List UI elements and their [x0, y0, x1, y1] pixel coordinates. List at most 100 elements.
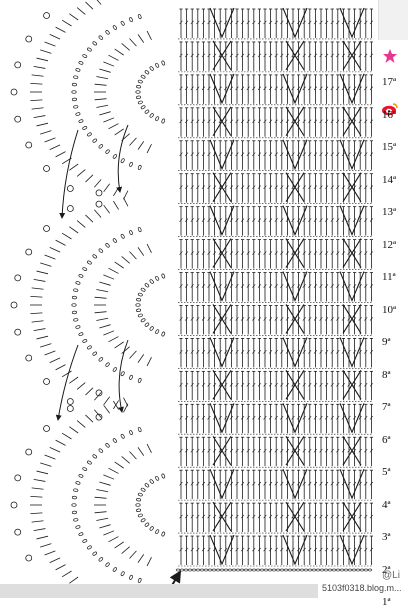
stitch-bar	[308, 53, 312, 58]
stitch-bar	[257, 20, 262, 25]
stitch-bar	[296, 382, 301, 387]
stitch-bar	[207, 350, 211, 354]
stitch-bar	[369, 251, 374, 255]
flow-arrow	[55, 344, 79, 421]
fan-stitch	[31, 287, 44, 290]
stitch-bar	[358, 185, 362, 190]
stitch-bar	[369, 448, 374, 453]
picot	[14, 528, 22, 536]
x-motif	[342, 40, 362, 71]
chain-loop	[73, 105, 79, 109]
stitch-bar	[291, 415, 295, 420]
chain-loop	[78, 274, 84, 278]
stitch-bar	[201, 284, 206, 288]
stitch-bar	[324, 53, 329, 58]
stitch-bar	[352, 547, 357, 552]
stitch-bar	[280, 382, 284, 387]
stitch-bar	[246, 448, 250, 453]
stitch-bar	[252, 119, 256, 124]
chain-loop	[137, 292, 143, 297]
stitch-bar	[224, 350, 228, 354]
stitch-bar	[252, 547, 256, 552]
stitch-bar	[319, 251, 323, 255]
chain-loop	[120, 371, 125, 377]
stitch-bar	[263, 152, 267, 157]
stitch-bar	[302, 284, 306, 288]
stitch-bar	[296, 547, 301, 552]
row-label: 11ª	[382, 271, 396, 283]
star-icon[interactable]	[382, 48, 398, 64]
chain-loop	[98, 557, 104, 562]
stitch-bar	[347, 119, 351, 124]
stitch-bar	[302, 350, 306, 354]
fan-stitch	[103, 183, 111, 193]
stitch-bar	[291, 284, 295, 288]
stitch-bar	[285, 382, 290, 387]
stitch-bar	[268, 481, 273, 486]
stitch-bar	[308, 317, 312, 321]
picot	[14, 274, 22, 282]
chain-loop	[87, 545, 92, 550]
stitch-bar	[229, 448, 234, 453]
x-motif	[212, 238, 232, 268]
stitch-bar	[263, 284, 267, 288]
picot	[14, 115, 22, 123]
stitch-bar	[336, 119, 340, 124]
stitch-bar	[257, 481, 262, 486]
fan-stitch	[96, 289, 109, 293]
fan-stitch	[129, 137, 137, 146]
x-motif	[212, 172, 232, 202]
stitch-bar	[364, 382, 368, 387]
stitch-bar	[268, 350, 273, 354]
chain-loop	[112, 154, 117, 159]
fan-stitch	[40, 49, 52, 54]
stitch-bar	[246, 185, 250, 190]
stitch-bar	[369, 20, 374, 25]
stitch-bar	[263, 350, 267, 354]
stitch-bar	[308, 251, 312, 255]
stitch-bar	[369, 185, 374, 190]
row-label: 4ª	[382, 498, 391, 511]
stitch-bar	[319, 284, 323, 288]
stitch-bar	[330, 185, 334, 190]
stitch-bar	[252, 350, 256, 354]
chain-loop	[136, 85, 142, 89]
stitch-bar	[347, 317, 351, 321]
stitch-bar	[268, 514, 273, 519]
picot	[25, 141, 33, 149]
stitch-bar	[280, 53, 284, 58]
stitch-bar	[302, 382, 306, 387]
row-label: 10ª	[382, 303, 397, 316]
stitch-bar	[352, 119, 357, 124]
stitch-bar	[246, 317, 250, 321]
fan-stitch	[94, 83, 107, 86]
x-motif	[342, 304, 362, 334]
stitch-bar	[324, 251, 329, 255]
fan-stitch	[113, 187, 119, 197]
row-label: 14ª	[382, 173, 397, 186]
stitch-bar	[179, 86, 183, 91]
v-motif	[282, 534, 308, 566]
chain-loop	[82, 267, 88, 271]
stitch-bar	[196, 382, 200, 387]
fan-stitch	[96, 317, 109, 321]
stitch-bar	[201, 20, 206, 25]
stitch-bar	[313, 119, 318, 124]
weibo-icon[interactable]	[381, 102, 399, 116]
stitch-bar	[336, 317, 340, 321]
row-label: 9ª	[382, 336, 391, 348]
chain-loop	[155, 276, 160, 281]
stitch-bar	[184, 152, 189, 157]
stitch-bar	[364, 350, 368, 354]
stitch-bar	[207, 119, 211, 124]
stitch-bar	[268, 251, 273, 255]
stitch-bar	[313, 481, 318, 486]
fan-stitch	[123, 190, 129, 200]
fan-stitch	[121, 456, 130, 464]
fan-stitch	[76, 169, 86, 177]
chain-loop	[73, 75, 79, 79]
stitch-bar	[190, 481, 194, 486]
bottom-scrollbar[interactable]	[0, 584, 318, 598]
picot	[43, 225, 50, 232]
stitch-bar	[341, 514, 346, 519]
